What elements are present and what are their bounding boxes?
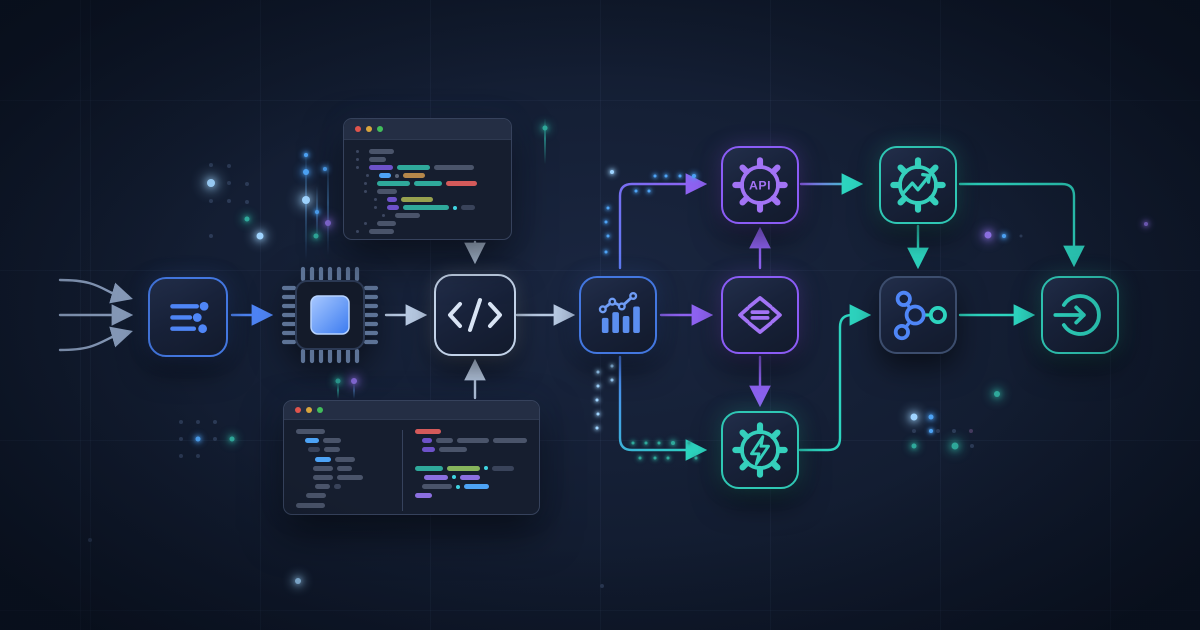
code-line	[315, 484, 402, 490]
node-processor	[278, 263, 382, 372]
list-icon	[170, 301, 209, 334]
code-line	[364, 181, 499, 186]
traffic-light-maximize	[377, 126, 383, 132]
connector-taskrunner-to-distribution	[798, 304, 872, 452]
code-line	[415, 493, 527, 499]
code-line	[308, 447, 402, 453]
code-line	[415, 457, 527, 462]
code-line	[364, 189, 499, 194]
editor-pane-left	[296, 429, 402, 512]
node-analytics	[579, 276, 657, 354]
code-line	[415, 465, 527, 471]
editor-pane-right	[403, 429, 527, 512]
gear-pulse-icon	[881, 146, 955, 224]
code-line	[313, 465, 402, 471]
traffic-light-maximize	[317, 407, 323, 413]
code-line	[305, 438, 402, 444]
connector-analytics-to-api	[618, 173, 708, 270]
window-titlebar	[284, 401, 539, 420]
node-api-gateway: API	[721, 146, 799, 224]
code-line	[356, 149, 499, 154]
light-streak	[353, 383, 355, 399]
code-line	[356, 157, 499, 162]
code-line	[374, 205, 499, 210]
code-line	[296, 429, 402, 434]
traffic-light-close	[355, 126, 361, 132]
code-line	[366, 173, 499, 178]
code-brackets-icon	[448, 298, 502, 332]
light-streak	[544, 118, 546, 164]
node-distribution	[879, 276, 957, 354]
code-editor-body	[344, 140, 511, 239]
code-line	[364, 221, 499, 226]
cpu-icon	[281, 266, 379, 364]
node-output	[1041, 276, 1119, 354]
gear-bolt-icon	[723, 411, 797, 489]
bottom-code-window	[283, 400, 540, 515]
code-line	[356, 165, 499, 170]
window-titlebar	[344, 119, 511, 140]
diamond-exchange-icon	[738, 296, 782, 334]
arrow-into-circle-icon	[1053, 294, 1101, 336]
light-streak	[305, 150, 307, 260]
traffic-light-minimize	[306, 407, 312, 413]
code-line	[422, 447, 527, 453]
connector-analytics-to-taskrunner	[618, 355, 708, 461]
code-line	[422, 438, 527, 444]
connector-automation-to-output	[958, 182, 1085, 268]
code-line	[356, 229, 499, 234]
split-editor	[284, 420, 539, 514]
node-ingest	[148, 277, 228, 357]
node-transform	[721, 276, 799, 354]
code-line	[315, 456, 402, 462]
top-code-window	[343, 118, 512, 240]
node-task-runner	[721, 411, 799, 489]
connector-input-stream-1	[58, 278, 133, 304]
code-line	[422, 484, 527, 490]
light-streak	[327, 160, 329, 255]
network-share-icon	[893, 290, 947, 341]
code-line	[313, 474, 402, 480]
connector-input-stream-3	[58, 326, 133, 352]
traffic-light-close	[295, 407, 301, 413]
code-line	[382, 213, 499, 218]
light-streak	[316, 186, 318, 242]
code-line	[374, 197, 499, 202]
api-label: API	[749, 179, 771, 193]
code-line	[415, 429, 527, 434]
node-automation	[879, 146, 957, 224]
code-line	[306, 493, 402, 499]
light-streak	[337, 383, 339, 399]
node-code-transform	[434, 274, 516, 356]
gear-api-icon: API	[723, 146, 797, 224]
code-line	[424, 474, 527, 480]
traffic-light-minimize	[366, 126, 372, 132]
bar-line-chart-icon	[598, 291, 640, 334]
code-line	[296, 502, 402, 508]
